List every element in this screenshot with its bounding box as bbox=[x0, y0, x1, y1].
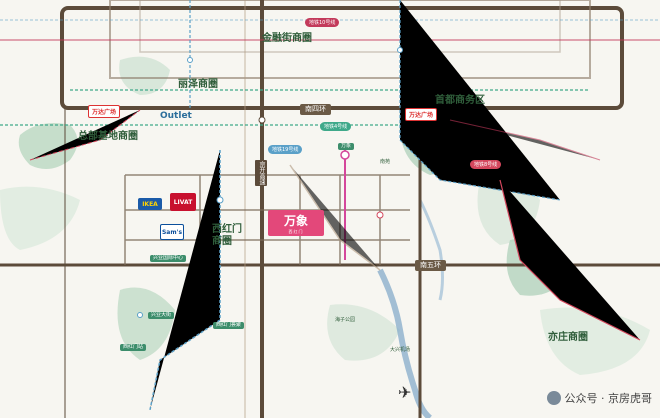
district-xihongmen: 西红门 商圈 bbox=[212, 224, 242, 247]
label-nanyuan: 南苑 bbox=[380, 159, 391, 165]
ikea-logo: IKEA bbox=[138, 198, 162, 210]
wanda-logo-left: 万达广场 bbox=[88, 105, 121, 118]
label-daxing-airport: 大兴机场 bbox=[390, 347, 411, 353]
district-shoudu: 首都商务区 bbox=[435, 95, 485, 106]
livat-logo: LIVAT bbox=[170, 193, 196, 211]
label-xinghuan: 兴业国际中心 bbox=[150, 255, 187, 262]
district-lize: 丽泽商圈 bbox=[178, 79, 218, 90]
metro-line-10-bubble: 地铁10号线 bbox=[305, 18, 340, 27]
airplane-icon: ✈ bbox=[398, 383, 412, 402]
outlet-logo: Outlet bbox=[160, 111, 192, 121]
project-sub: 西红门 bbox=[288, 228, 304, 234]
station-tag-project[interactable]: 万象 bbox=[338, 143, 355, 150]
label-xihongmen-station: 西红门站 bbox=[120, 344, 147, 351]
road-label-south-5th-ring: 南五环 bbox=[415, 260, 446, 271]
project-name: 万象 bbox=[283, 213, 308, 228]
label-xingye: 兴业大街 bbox=[148, 312, 175, 319]
district-jinrongjie: 金融街商圈 bbox=[262, 33, 312, 44]
metro-line-8-bubble: 地铁8号线 bbox=[470, 160, 502, 169]
road-label-south-4th-ring: 南四环 bbox=[300, 104, 331, 115]
wechat-icon bbox=[546, 391, 561, 405]
watermark-text: 公众号 · 京房虎哥 bbox=[564, 392, 653, 405]
project-card[interactable]: 万象 西红门 bbox=[268, 210, 324, 236]
road-label-jingkai: 京开高速 bbox=[255, 160, 267, 186]
watermark: 公众号 · 京房虎哥 bbox=[546, 390, 653, 406]
label-xihongmen-mall: 西红门荟聚 bbox=[213, 322, 245, 329]
district-zongbu: 总部基地商圈 bbox=[78, 131, 138, 142]
metro-line-19-bubble: 地铁19号线 bbox=[268, 145, 303, 154]
wanda-logo-right: 万达广场 bbox=[405, 108, 438, 121]
label-haizi-park: 海子公园 bbox=[335, 317, 356, 323]
sams-logo: Sam's bbox=[160, 224, 184, 240]
metro-line-4-bubble: 地铁4号线 bbox=[320, 122, 352, 131]
district-yizhuang: 亦庄商圈 bbox=[548, 332, 588, 343]
